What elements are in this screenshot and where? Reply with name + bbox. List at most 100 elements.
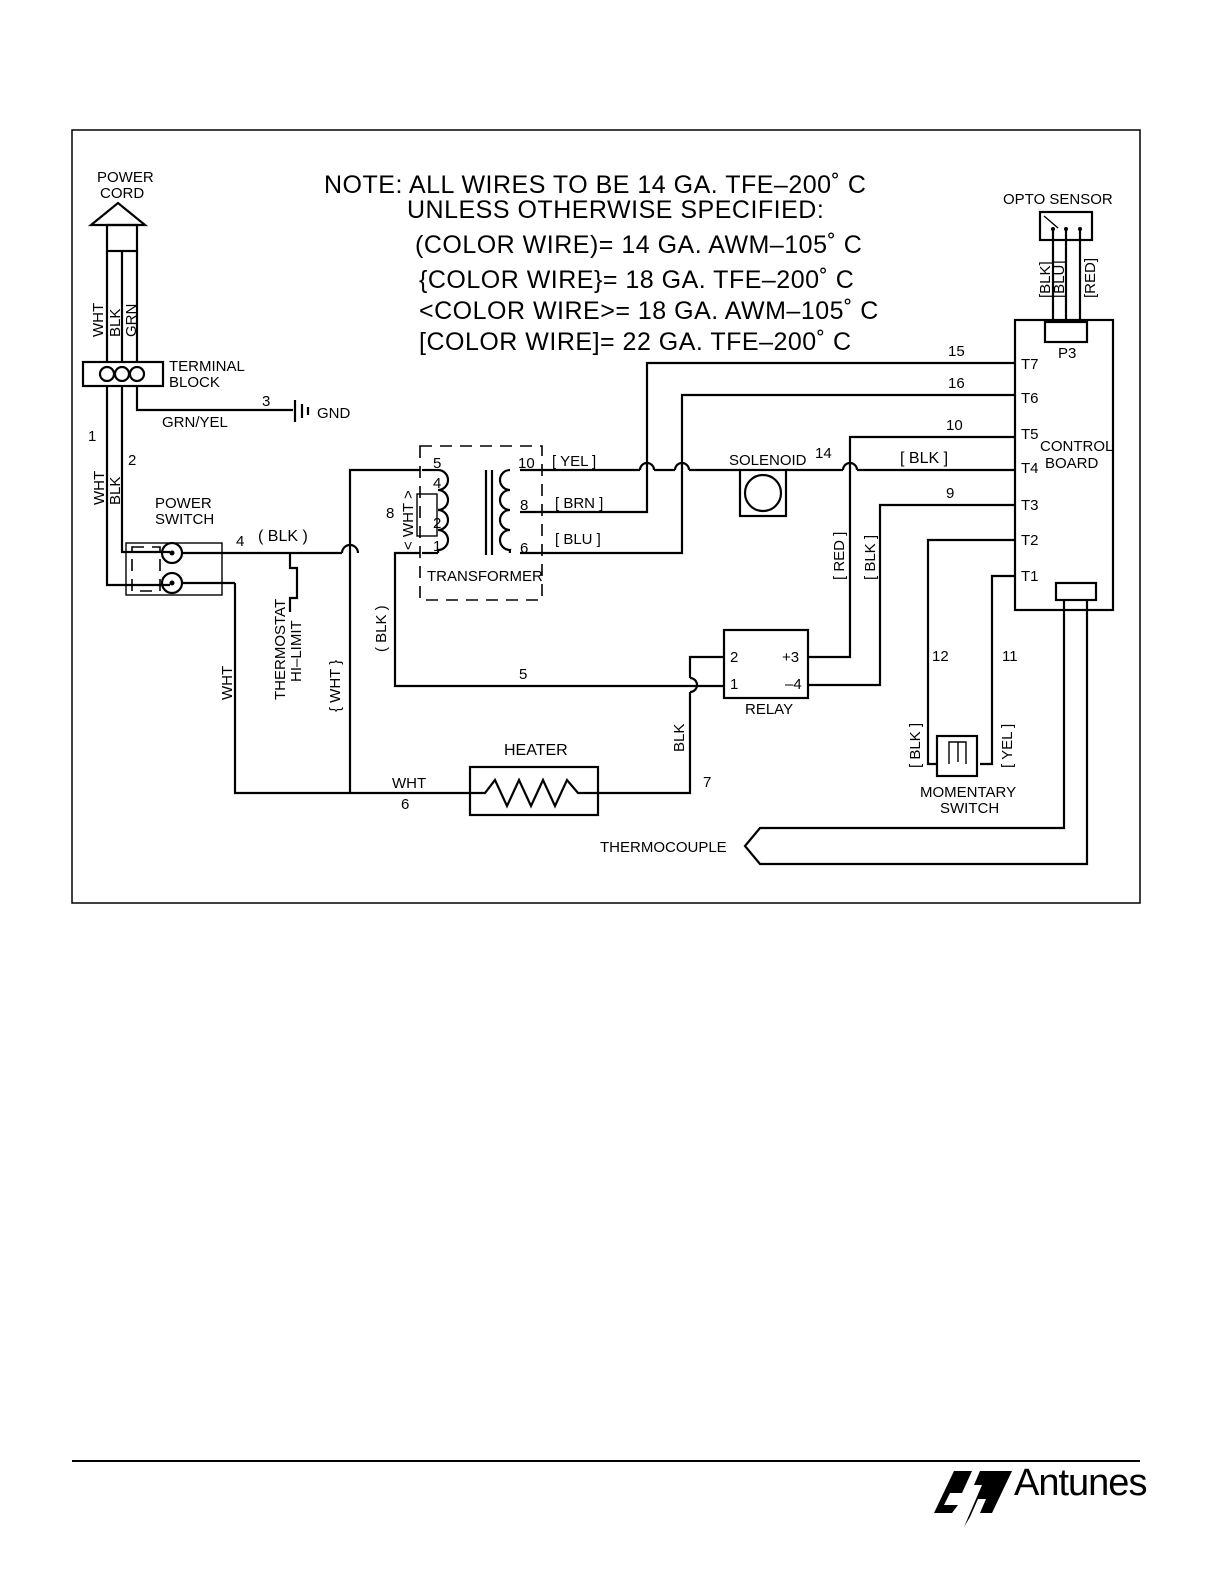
transformer-tap-8: 8 — [386, 505, 394, 522]
wire-15-number: 15 — [948, 343, 965, 360]
opto-blk-label: [BLK] — [1037, 261, 1054, 298]
line-wires: 1 2 WHT BLK — [88, 386, 170, 587]
relay-blk-label: [ BLK ] — [862, 535, 879, 580]
transformer: 5 4 2 1 8 < WHT > 10 8 6 TRANSFORMER — [386, 445, 543, 601]
control-board-label-1: CONTROL — [1040, 438, 1113, 455]
cord-grn-label: GRN — [123, 304, 140, 337]
sec-yel-label: [ YEL ] — [552, 453, 596, 470]
primary-terminal-1: 1 — [433, 538, 441, 555]
solenoid: SOLENOID 14 [ BLK ] — [729, 445, 1015, 518]
note-line-2: UNLESS OTHERWISE SPECIFIED: — [407, 196, 824, 224]
terminal-t6: T6 — [1021, 390, 1039, 407]
control-board-label-2: BOARD — [1045, 455, 1099, 472]
terminal-t3: T3 — [1021, 497, 1039, 514]
note-line-4: {COLOR WIRE}= 18 GA. TFE–200˚ C — [419, 266, 854, 294]
heater-label: HEATER — [504, 742, 568, 759]
wire-4-number: 4 — [236, 533, 244, 550]
switch-output-wire: 4 ( BLK ) — [222, 528, 360, 555]
msw-yel-label: [ YEL ] — [999, 724, 1016, 768]
trans-prim-blk-label: ( BLK ) — [373, 605, 390, 652]
sol-blk-label: [ BLK ] — [900, 450, 948, 467]
p3-label: P3 — [1058, 345, 1076, 362]
heater-blk-label: BLK — [671, 724, 688, 752]
note-line-5: <COLOR WIRE>= 18 GA. AWM–105˚ C — [419, 297, 879, 325]
down-wht-label: WHT — [219, 666, 236, 700]
terminal-block-label-1: TERMINAL — [169, 358, 245, 375]
wire-1-number: 1 — [88, 428, 96, 445]
relay-terminal-plus3: +3 — [782, 649, 799, 666]
switch-out-label: ( BLK ) — [258, 528, 308, 545]
relay-wires: 10 9 [ RED ] [ BLK ] — [808, 417, 1015, 687]
power-switch-label-1: POWER — [155, 495, 212, 512]
primary-terminal-2: 2 — [433, 515, 441, 532]
transformer-secondary-wires: [ YEL ] [ BRN ] [ BLU ] 15 16 — [520, 343, 1015, 555]
relay: 2 1 +3 –4 RELAY BLK 7 — [600, 628, 810, 795]
opto-red-label: [RED] — [1082, 258, 1099, 298]
left-blk-label: BLK — [107, 477, 124, 505]
sec-brn-label: [ BRN ] — [555, 495, 603, 512]
footer-rule — [72, 1460, 1140, 1462]
power-cord: POWER CORD WHT BLK GRN — [87, 169, 154, 362]
momentary-switch: 12 11 [ BLK ] [ YEL ] MOMENTARY SWITCH — [907, 538, 1018, 817]
relay-terminal-2: 2 — [730, 649, 738, 666]
secondary-terminal-6: 6 — [520, 540, 528, 557]
sec-blu-label: [ BLU ] — [555, 531, 601, 548]
primary-terminal-4: 4 — [433, 475, 441, 492]
antunes-logo-icon — [934, 1471, 1012, 1527]
opto-sensor-label: OPTO SENSOR — [1003, 191, 1113, 208]
relay-terminal-1: 1 — [730, 676, 738, 693]
note-line-3: (COLOR WIRE)= 14 GA. AWM–105˚ C — [415, 231, 862, 259]
power-switch: POWER SWITCH — [125, 495, 235, 596]
cord-wht-label: WHT — [90, 303, 107, 337]
neutral-wire: WHT { WHT } WHT 6 — [219, 553, 468, 813]
transformer-primary-wires: ( BLK ) 5 — [348, 468, 685, 688]
msw-blk-label: [ BLK ] — [907, 723, 924, 768]
solenoid-label: SOLENOID — [729, 452, 807, 469]
terminal-t5: T5 — [1021, 426, 1039, 443]
thermocouple: THERMOCOUPLE — [600, 600, 1089, 866]
terminal-t2: T2 — [1021, 532, 1039, 549]
cord-blk-label: BLK — [107, 309, 124, 337]
antunes-brand-name: Antunes — [1014, 1462, 1147, 1504]
terminal-t7: T7 — [1021, 356, 1039, 373]
terminal-block-label-2: BLOCK — [169, 374, 220, 391]
left-wht-label: WHT — [91, 471, 108, 505]
note-line-6: [COLOR WIRE]= 22 GA. TFE–200˚ C — [419, 328, 852, 356]
wire-7-number: 7 — [703, 774, 711, 791]
diagram-frame — [71, 129, 1141, 904]
relay-label: RELAY — [745, 701, 793, 718]
wire-14-number: 14 — [815, 445, 832, 462]
wire-6-number: 6 — [401, 796, 409, 813]
wire-2-number: 2 — [128, 452, 136, 469]
momentary-switch-label-2: SWITCH — [940, 800, 999, 817]
terminal-t4: T4 — [1021, 460, 1039, 477]
heater: HEATER — [468, 742, 600, 817]
terminal-t1: T1 — [1021, 568, 1039, 585]
heater-wht-label: WHT — [392, 775, 426, 792]
wire-16-number: 16 — [948, 375, 965, 392]
wire-10-number: 10 — [946, 417, 963, 434]
thermo-wht-label: { WHT } — [327, 660, 344, 712]
power-cord-label-2: CORD — [100, 185, 144, 202]
wire-9-number: 9 — [946, 485, 954, 502]
note-block: NOTE: ALL WIRES TO BE 14 GA. TFE–200˚ C … — [324, 171, 879, 356]
ground-wire: 3 GRN/YEL GND — [135, 386, 351, 431]
gnd-label: GND — [317, 405, 351, 422]
note-line-1: NOTE: ALL WIRES TO BE 14 GA. TFE–200˚ C — [324, 171, 866, 199]
trans-prim-wht-label: < WHT > — [400, 490, 417, 550]
thermostat-label-2: HI–LIMIT — [288, 620, 305, 682]
power-switch-label-2: SWITCH — [155, 511, 214, 528]
power-cord-label-1: POWER — [97, 169, 154, 186]
relay-red-label: [ RED ] — [831, 532, 848, 580]
secondary-terminal-10: 10 — [518, 455, 535, 472]
secondary-terminal-8: 8 — [520, 497, 528, 514]
wire-12-number: 12 — [932, 648, 949, 665]
wire-5-number: 5 — [519, 666, 527, 683]
opto-sensor: OPTO SENSOR [BLK] [BLU] [RED] — [1003, 191, 1113, 322]
relay-terminal-minus4: –4 — [785, 676, 802, 693]
thermostat-hi-limit: THERMOSTAT HI–LIMIT — [272, 553, 305, 700]
control-board: P3 T7 T6 T5 T4 T3 T2 T1 CONTROL BOARD — [1013, 318, 1115, 612]
wire-3-number: 3 — [262, 393, 270, 410]
opto-blu-label: [BLU] — [1051, 260, 1068, 298]
